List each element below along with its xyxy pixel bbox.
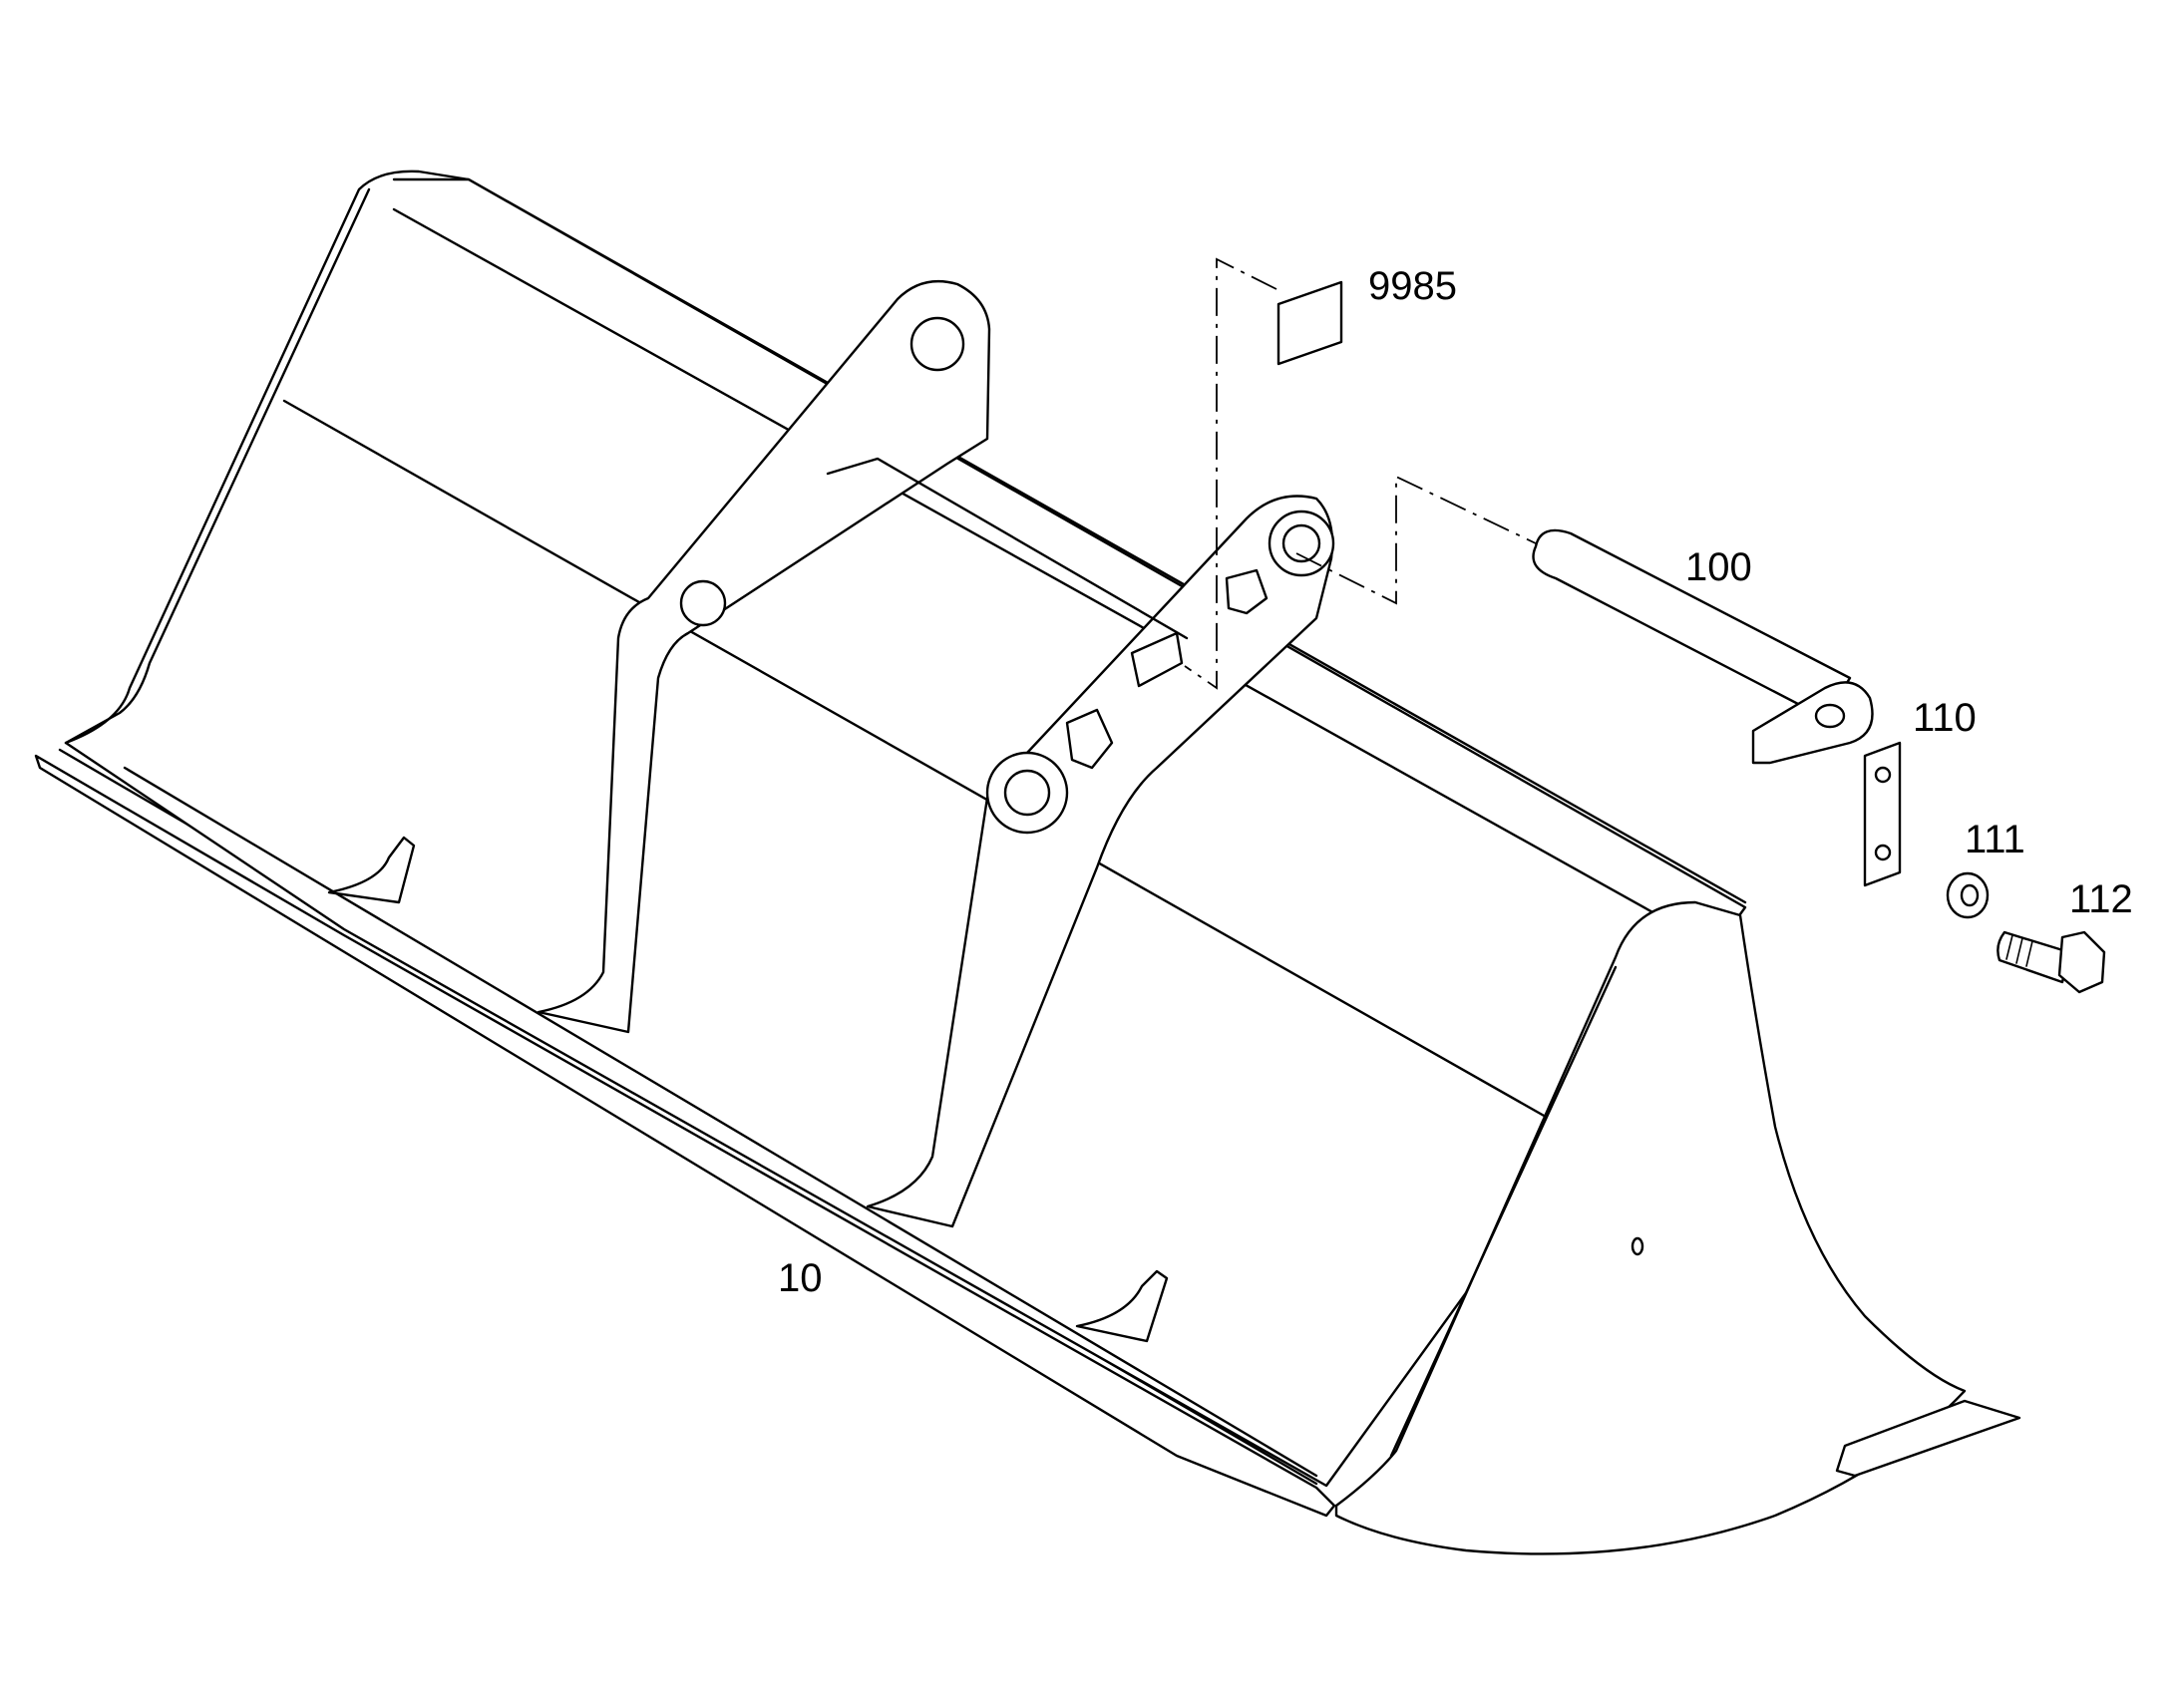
pin-collar	[1751, 681, 1874, 765]
bucket-left-end	[64, 187, 371, 745]
left-bracket-pin-bore	[909, 316, 965, 372]
callout-111: 111	[1965, 818, 2025, 861]
bolt-head	[2057, 930, 2106, 994]
locking-plate-hole-2	[1874, 844, 1892, 861]
retainer-lug-upper	[1225, 568, 1269, 615]
locking-plate	[1863, 741, 1902, 887]
bucket-side-tip	[1835, 1399, 2021, 1478]
bucket-stiffener-line-1	[282, 399, 1548, 1119]
bucket-cutting-edge	[34, 754, 1336, 1518]
label-plate	[1276, 280, 1343, 366]
bucket-side-plate-edge	[1389, 965, 1618, 1458]
floor-gusset-1	[327, 836, 416, 904]
bucket-side-plate	[1334, 900, 1967, 1555]
pin-axis-leader	[1295, 475, 1537, 605]
left-bracket-lower-bore	[679, 579, 727, 627]
label-plate-leader	[1184, 257, 1277, 690]
bucket-top-rail-inner	[392, 207, 1717, 949]
retainer-lug-lower	[1065, 708, 1114, 770]
locking-plate-hole-1	[1874, 766, 1892, 784]
label-plate-group	[1184, 257, 1343, 690]
bracket-plate-slot	[1130, 631, 1184, 688]
washer-hole	[1960, 883, 1980, 907]
bucket-back-wall	[64, 170, 1747, 1488]
callout-112: 112	[2069, 877, 2133, 921]
floor-gusset-2	[1075, 1269, 1169, 1343]
side-plate-hole	[1631, 1236, 1644, 1256]
bolt-thread-lines	[2005, 934, 2033, 967]
callout-9985: 9985	[1368, 264, 1457, 308]
callout-100: 100	[1685, 545, 1752, 589]
pin-group	[1295, 475, 1874, 765]
left-mount-bracket	[537, 280, 991, 1034]
callout-110: 110	[1913, 696, 1977, 740]
bucket-top-rail	[392, 177, 1747, 904]
bolt-shank	[1997, 930, 2071, 984]
right-bracket-upper-bore-inner	[1281, 523, 1321, 563]
bucket-box-section	[826, 457, 1189, 640]
bucket-stiffener-line-2	[123, 766, 1318, 1478]
callout-10: 10	[778, 1256, 823, 1300]
loader-bucket	[34, 170, 2021, 1555]
right-bracket-lower-bore-inner	[1003, 769, 1051, 817]
pin-collar-hole	[1814, 703, 1846, 729]
